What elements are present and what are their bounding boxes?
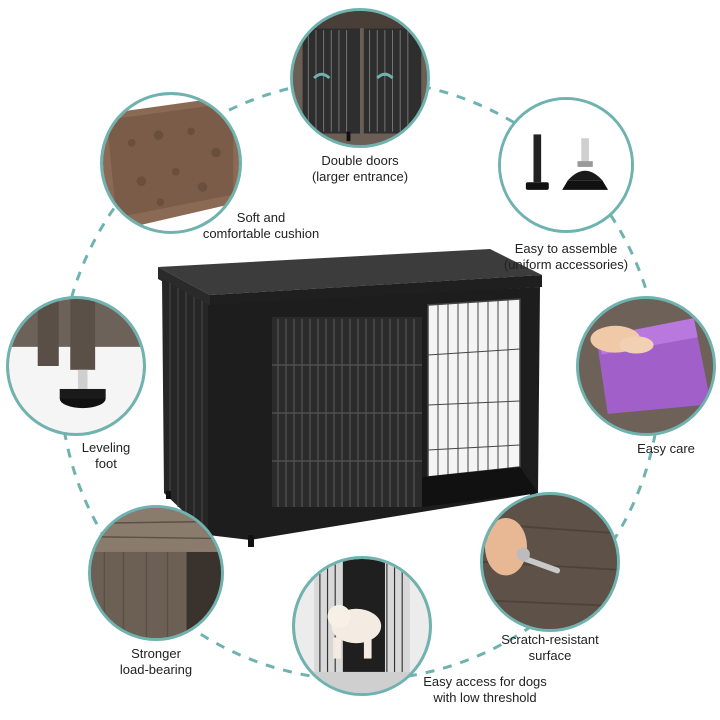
caption-easy-access: Easy access for dogs with low threshold — [423, 674, 547, 705]
caption-leveling-foot: Leveling foot — [81, 440, 131, 471]
dog-crate-product-image — [150, 245, 550, 555]
caption-load-bearing: Stronger load-bearing — [119, 646, 193, 677]
caption-easy-assemble: Easy to assemble (uniform accessories) — [503, 241, 629, 272]
caption-cushion: Soft and comfortable cushion — [202, 210, 320, 241]
cushion-image — [100, 92, 242, 234]
dog-entering-image — [292, 556, 432, 696]
cloth-wipe-image — [576, 296, 716, 436]
leveling-foot-image — [6, 296, 146, 436]
wood-corner-image — [88, 505, 224, 641]
caption-scratch-resistant: Scratch-resistant surface — [501, 632, 599, 663]
caption-easy-care: Easy care — [637, 441, 695, 456]
key-scratch-image — [480, 492, 620, 632]
double-doors-image — [290, 8, 430, 148]
caption-double-doors: Double doors (larger entrance) — [311, 153, 409, 184]
bolt-and-foot-image — [498, 97, 634, 233]
